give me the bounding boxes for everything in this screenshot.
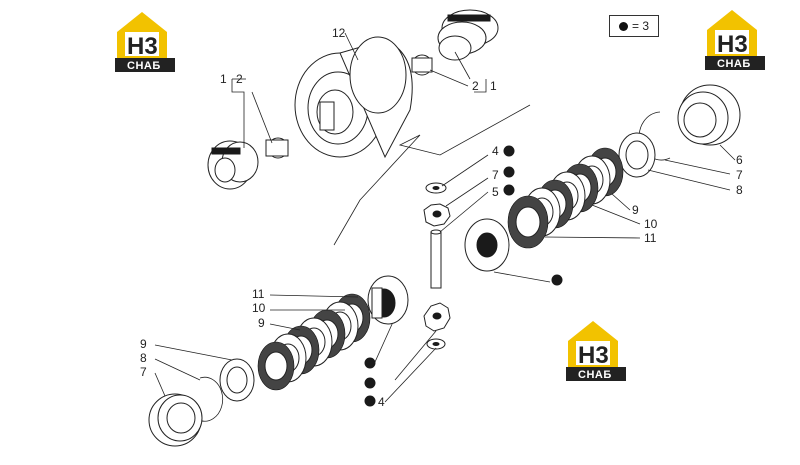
callout-11-left: 11 [252, 287, 265, 301]
leader-lines-center [374, 154, 489, 403]
cross-shaft [430, 229, 442, 289]
callout-1-left: 1 [220, 72, 227, 86]
bushing-right-top [411, 54, 433, 76]
callout-11-right: 11 [644, 231, 657, 245]
pinion-gear-top [423, 203, 451, 227]
callout-2-right: 2 [472, 79, 479, 93]
callout-9-far-left: 9 [140, 337, 147, 351]
leader-lines-right [493, 144, 736, 283]
callout-8-far-left: 8 [140, 351, 147, 365]
legend-dot-icon [618, 21, 628, 31]
callout-4-bottom: 4 [378, 395, 385, 409]
quantity-legend: = 3 [609, 15, 659, 37]
callout-12: 12 [332, 26, 346, 40]
leader-lines-top [231, 32, 531, 246]
callout-4-top: 4 [492, 144, 499, 158]
legend-text: = 3 [631, 19, 649, 33]
bearing-right [677, 84, 741, 146]
callout-5: 5 [492, 185, 499, 199]
callout-7-far-left: 7 [140, 365, 147, 379]
logo-letters: H3 [717, 31, 748, 58]
side-bearing-left-top [207, 140, 259, 190]
quantity-dot [503, 145, 515, 157]
callout-7-center: 7 [492, 168, 499, 182]
quantity-dot [551, 274, 563, 286]
callout-8-right: 8 [736, 183, 743, 197]
callout-10-right: 10 [644, 217, 658, 231]
leader-lines-left [154, 294, 359, 397]
logo-subtitle: СНАБ [578, 369, 612, 381]
callout-9-right: 9 [632, 203, 639, 217]
logo-bottom-center: H3 СНАБ [566, 321, 626, 381]
logo-subtitle: СНАБ [717, 58, 751, 70]
clutch-discs-left [257, 293, 371, 391]
side-bearing-right-top [437, 9, 499, 61]
thrust-washer-right [618, 132, 656, 178]
pinion-washer-bottom [426, 338, 446, 350]
callout-9-left: 9 [258, 316, 265, 330]
pinion-washer-top [425, 182, 447, 194]
quantity-dot [503, 184, 515, 196]
differential-housing [294, 36, 413, 159]
side-gear-left [367, 275, 409, 325]
quantity-dot [503, 166, 515, 178]
callout-10-left: 10 [252, 301, 266, 315]
callout-7-right: 7 [736, 168, 743, 182]
pinion-gear-bottom [423, 302, 451, 332]
logo-letters: H3 [127, 33, 158, 60]
quantity-dot [364, 395, 376, 407]
bushing-left-top [265, 137, 289, 159]
logo-top-right: H3 СНАБ [705, 10, 765, 70]
logo-top-left: H3 СНАБ [115, 12, 175, 72]
side-gear-right [464, 218, 510, 272]
quantity-dot [364, 357, 376, 369]
callout-1-right: 1 [490, 79, 497, 93]
callout-6: 6 [736, 153, 743, 167]
thrust-washer-left [219, 358, 255, 402]
quantity-dot [364, 377, 376, 389]
clutch-discs-right [507, 147, 624, 249]
bearing-left [148, 393, 203, 447]
logo-subtitle: СНАБ [127, 60, 161, 72]
logo-letters: H3 [578, 342, 609, 369]
callout-2-left: 2 [236, 72, 243, 86]
